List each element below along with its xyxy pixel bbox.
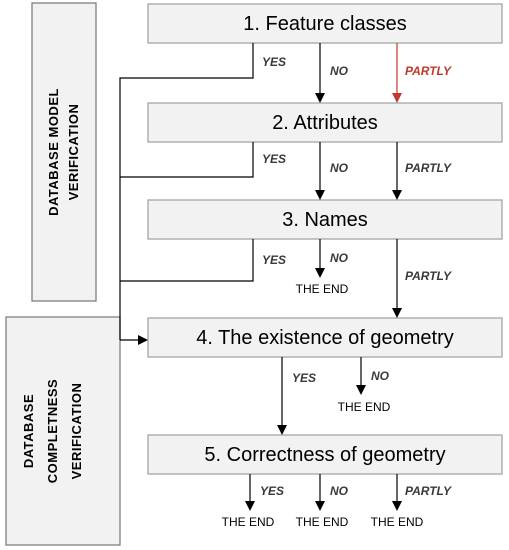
edge-label-yes-5: YES (260, 484, 284, 498)
yes-feedback-connector (119, 43, 254, 345)
edge-label-partly-3: PARTLY (405, 269, 452, 283)
group-completeness-line-2: COMPLETNESS (45, 379, 60, 483)
group-database-completeness: DATABASE COMPLETNESS VERIFICATION (5, 316, 121, 546)
step-label-4: 4. The existence of geometry (196, 327, 454, 349)
step-box-2: 2. Attributes (147, 102, 503, 143)
edge-label-yes-1: YES (262, 55, 286, 69)
edge-label-no-5: NO (330, 484, 349, 498)
edge-label-yes-3: YES (262, 253, 286, 267)
edge-label-yes-2: YES (262, 152, 286, 166)
edge-label-no-2: NO (330, 161, 349, 175)
step-label-1: 1. Feature classes (243, 13, 406, 35)
step-label-2: 2. Attributes (272, 112, 378, 134)
step-label-5: 5. Correctness of geometry (204, 444, 445, 466)
end-label-3: THE END (296, 282, 349, 296)
edge-label-no-4: NO (371, 369, 390, 383)
group-completeness-line-1: DATABASE (21, 394, 36, 468)
group-model-line-1: DATABASE MODEL (46, 88, 61, 216)
edge-label-partly-2: PARTLY (405, 161, 452, 175)
group-database-model: DATABASE MODEL VERIFICATION (31, 2, 97, 302)
edge-label-partly-5: PARTLY (405, 484, 452, 498)
step-box-5: 5. Correctness of geometry (147, 434, 503, 475)
edge-label-partly-1: PARTLY (405, 64, 452, 78)
step-box-3: 3. Names (147, 199, 503, 240)
edge-label-no-1: NO (330, 64, 349, 78)
end-label-5-no: THE END (296, 515, 349, 529)
step-box-4: 4. The existence of geometry (147, 317, 503, 358)
edge-label-no-3: NO (330, 251, 349, 265)
step-label-3: 3. Names (282, 209, 368, 231)
end-label-5-yes: THE END (222, 515, 275, 529)
end-label-5-partly: THE END (371, 515, 424, 529)
group-completeness-line-3: VERIFICATION (69, 383, 84, 480)
edge-label-yes-4: YES (292, 371, 316, 385)
end-label-4: THE END (338, 400, 391, 414)
group-model-line-2: VERIFICATION (66, 104, 81, 201)
step-box-1: 1. Feature classes (147, 3, 503, 44)
